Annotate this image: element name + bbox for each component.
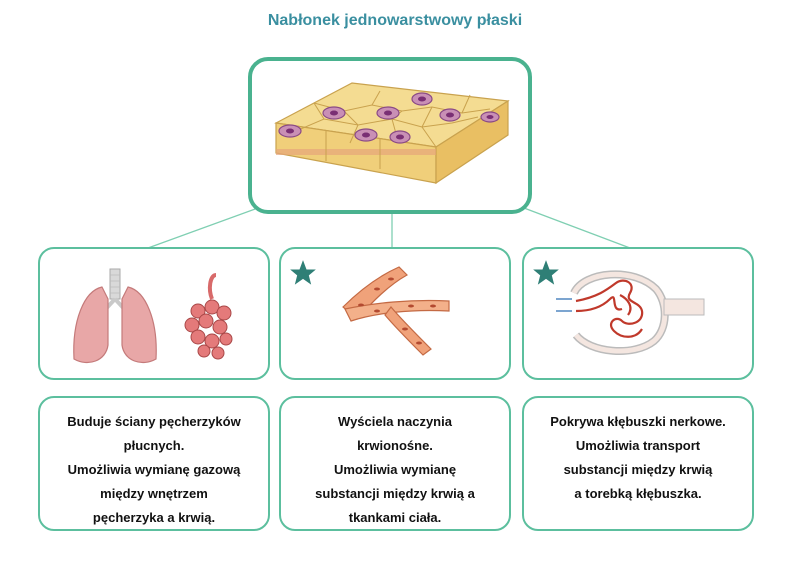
text-line: pęcherzyka a krwią. (92, 510, 216, 525)
star-icon (533, 260, 559, 285)
squamous-epithelium-illustration (274, 82, 510, 185)
alveoli-description: Buduje ściany pęcherzyków płucnych. Umoż… (67, 410, 241, 529)
glomerulus-description-card: Pokrywa kłębuszki nerkowe. Umożliwia tra… (522, 396, 754, 531)
text-line: substancji między krwią (563, 462, 713, 477)
vessel-description-card: Wyściela naczynia krwionośne. Umożliwia … (279, 396, 511, 531)
text-line: tkankami ciała. (348, 510, 442, 525)
alveoli-description-card: Buduje ściany pęcherzyków płucnych. Umoż… (38, 396, 270, 531)
text-line: Umożliwia transport (575, 438, 701, 453)
text-line: Buduje ściany pęcherzyków (67, 414, 241, 429)
page-title: Nabłonek jednowarstwowy płaski (267, 12, 523, 29)
text-line: a torebką kłębuszka. (574, 486, 702, 501)
text-line: Wyściela naczynia (338, 414, 452, 429)
text-line: płucnych. (123, 438, 185, 453)
text-line: krwionośne. (357, 438, 433, 453)
text-line: między wnętrzem (100, 486, 208, 501)
vessel-description: Wyściela naczynia krwionośne. Umożliwia … (315, 410, 475, 529)
main-image-card (248, 57, 532, 214)
star-icon (290, 260, 316, 285)
blood-vessel-illustration (342, 266, 450, 356)
text-line: Pokrywa kłębuszki nerkowe. (550, 414, 726, 429)
lungs-alveoli-illustration (73, 268, 233, 364)
glomerulus-image-card (522, 247, 754, 380)
text-line: Umożliwia wymianę (333, 462, 457, 477)
glomerulus-illustration (556, 270, 705, 355)
vessel-image-card (279, 247, 511, 380)
lungs-image-card (38, 247, 270, 380)
text-line: Umożliwia wymianę gazową (67, 462, 241, 477)
text-line: substancji między krwią a (315, 486, 475, 501)
glomerulus-description: Pokrywa kłębuszki nerkowe. Umożliwia tra… (550, 410, 726, 506)
